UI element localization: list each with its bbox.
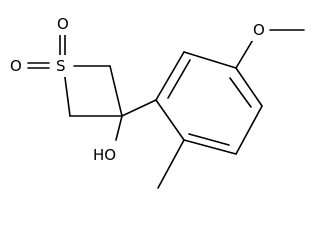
o-top-label-background	[55, 13, 70, 35]
s-label-background	[54, 55, 70, 77]
methoxy-o-label-background	[251, 19, 269, 41]
molecule-structure: S O O HO O	[8, 13, 305, 189]
bond-ring-inner-3	[188, 133, 230, 146]
bond-ring-c1-c2	[155, 51, 185, 101]
sulfur-atom-label: S	[56, 57, 66, 75]
bond-ring-c4-c5	[235, 105, 263, 155]
bond-ring-inner-2	[229, 77, 252, 108]
bond-c3-oh	[115, 115, 123, 141]
hydroxyl-label: HO	[93, 146, 116, 164]
bond-ring-inner-1	[167, 59, 191, 99]
bond-ring-c6-c1	[155, 99, 185, 141]
oxygen-left-atom-label: O	[10, 57, 22, 75]
bond-ring-c2-c3	[183, 51, 237, 69]
hydroxyl-label-background	[91, 144, 119, 166]
bond-c3-aryl	[121, 99, 157, 117]
bond-ch2-top-c3	[109, 65, 123, 117]
bond-ring-methyl	[157, 139, 185, 189]
bond-ring-c3-c4	[235, 67, 263, 107]
oxygen-top-atom-label: O	[57, 15, 69, 33]
bond-ring-methoxy-o	[235, 37, 255, 69]
bond-ring-c5-c6	[183, 139, 237, 155]
bond-ch2-bottom-s	[63, 69, 71, 117]
methoxy-oxygen-atom-label: O	[253, 21, 265, 39]
o-left-label-background	[8, 55, 26, 77]
